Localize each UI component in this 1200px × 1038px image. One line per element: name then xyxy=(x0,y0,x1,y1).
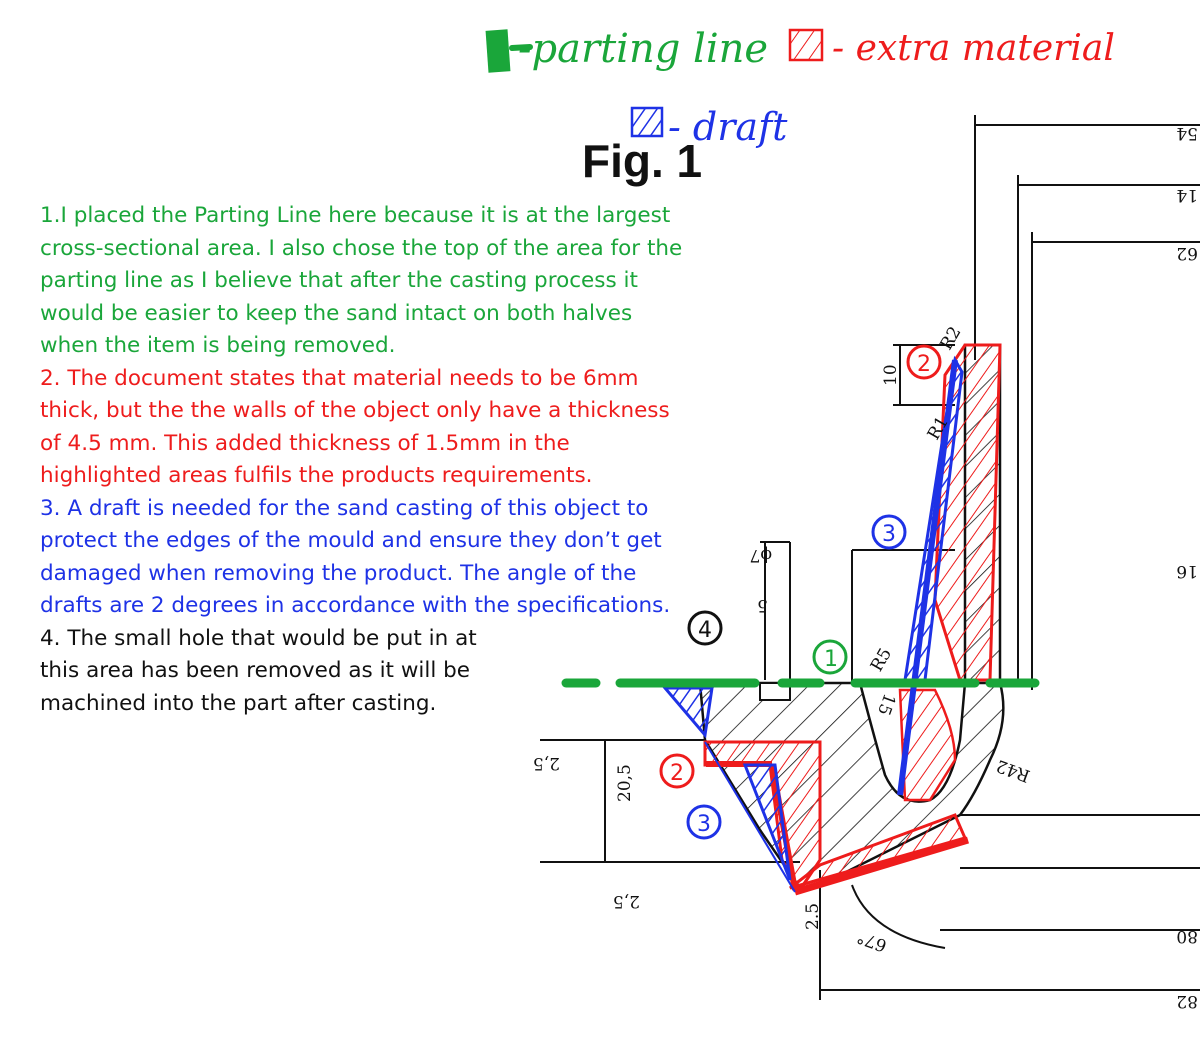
note-parting-line: 1.I placed the Parting Line here because… xyxy=(40,203,683,358)
dimension-lines xyxy=(540,115,1200,1000)
dim-20-5: 20,5 xyxy=(615,764,635,802)
draft-swatch xyxy=(630,106,664,138)
dim-16: 16 xyxy=(1176,561,1198,581)
marker-1: 1 xyxy=(812,639,848,675)
dim-5: 5 xyxy=(757,595,768,615)
svg-text:2: 2 xyxy=(670,761,684,786)
draft-regions xyxy=(661,355,964,893)
marker-2-bottom: 2 xyxy=(659,753,695,789)
figure-title: Fig. 1 xyxy=(582,135,703,187)
legend: -parting line - extra material - draft xyxy=(485,26,1115,149)
explanation-notes: 1.I placed the Parting Line here because… xyxy=(40,200,690,720)
marker-3-bottom: 3 xyxy=(686,804,722,840)
svg-text:2: 2 xyxy=(917,352,931,377)
parting-line-swatch xyxy=(485,29,511,73)
parting-line-swatch-dash xyxy=(509,44,533,51)
dim-2-5-lower: 2.5 xyxy=(803,903,823,930)
legend-draft: - draft xyxy=(668,105,788,149)
markers: 2 3 4 1 2 3 xyxy=(659,344,942,840)
svg-text:3: 3 xyxy=(697,812,711,837)
svg-text:1: 1 xyxy=(824,647,838,672)
dim-r42: R42 xyxy=(994,755,1033,786)
svg-text:4: 4 xyxy=(698,618,712,643)
dim-14: 14 xyxy=(1176,185,1198,205)
dim-2-5-top: 2,5 xyxy=(533,753,560,773)
dim-r5: R5 xyxy=(867,645,896,675)
dim-67-deg: 67° xyxy=(854,926,889,955)
note-extra-material: 2. The document states that material nee… xyxy=(40,365,670,489)
legend-parting-line: -parting line xyxy=(518,26,768,72)
note-hole: 4. The small hole that would be put in a… xyxy=(40,625,477,716)
dim-62: 62 xyxy=(1176,243,1198,263)
dim-80: 80 xyxy=(1176,926,1198,946)
extra-material-edge xyxy=(793,836,970,896)
note-draft: 3. A draft is needed for the sand castin… xyxy=(40,495,671,619)
marker-3-top: 3 xyxy=(871,514,907,550)
marker-2-top: 2 xyxy=(906,344,942,380)
extra-material-swatch xyxy=(788,28,824,62)
legend-extra-material: - extra material xyxy=(832,28,1115,69)
dimension-labels: 54 14 62 10 R2 R1 16 ϕ7 5 R5 15 R42 2,5 … xyxy=(533,123,1198,1011)
dim-10: 10 xyxy=(881,364,901,386)
svg-text:3: 3 xyxy=(882,522,896,547)
draft-edge xyxy=(704,741,796,893)
dim-82: 82 xyxy=(1176,991,1198,1011)
marker-4: 4 xyxy=(687,610,723,646)
dim-phi7: ϕ7 xyxy=(750,545,772,565)
dim-2-5-bottom: 2,5 xyxy=(613,891,640,911)
draft-edge xyxy=(897,359,958,796)
dim-54: 54 xyxy=(1176,123,1198,143)
